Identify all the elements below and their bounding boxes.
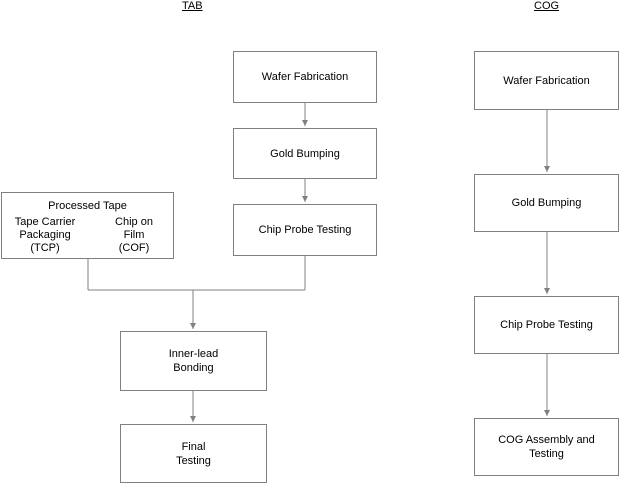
cog-chip-probe-testing-box: Chip Probe Testing	[474, 296, 619, 354]
tab-header: TAB	[182, 0, 203, 12]
processed-tape-box: Processed Tape Tape Carrier Packaging (T…	[1, 192, 174, 259]
cog-chip-probe-testing-label: Chip Probe Testing	[500, 319, 593, 331]
cog-assembly-testing-box: COG Assembly and Testing	[474, 418, 619, 476]
cof-label: Chip on Film (COF)	[115, 216, 153, 254]
final-testing-label: Final Testing	[176, 440, 211, 467]
cog-assembly-testing-label: COG Assembly and Testing	[498, 434, 595, 460]
cog-header: COG	[534, 0, 560, 12]
tab-gold-bumping-label: Gold Bumping	[270, 147, 340, 160]
tab-wafer-fabrication-box: Wafer Fabrication	[233, 51, 377, 103]
inner-lead-bonding-label: Inner-lead Bonding	[168, 348, 219, 374]
tcp-label: Tape Carrier Packaging (TCP)	[14, 216, 76, 254]
cog-gold-bumping-box: Gold Bumping	[474, 174, 619, 232]
tab-wafer-fabrication-label: Wafer Fabrication	[261, 71, 349, 83]
inner-lead-bonding-box: Inner-lead Bonding	[120, 331, 267, 391]
tab-chip-probe-testing-box: Chip Probe Testing	[233, 204, 377, 256]
tab-gold-bumping-box: Gold Bumping	[233, 128, 377, 179]
tab-chip-probe-testing-label: Chip Probe Testing	[258, 224, 352, 236]
processed-tape-title: Processed Tape	[48, 200, 127, 212]
cog-wafer-fabrication-label: Wafer Fabrication	[503, 74, 590, 87]
cog-wafer-fabrication-box: Wafer Fabrication	[474, 51, 619, 110]
final-testing-box: Final Testing	[120, 424, 267, 483]
cog-gold-bumping-label: Gold Bumping	[511, 197, 582, 209]
